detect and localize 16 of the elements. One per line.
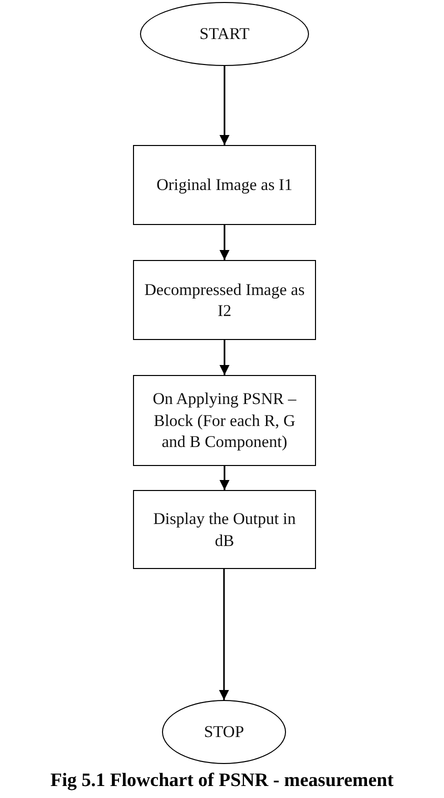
node-label: Decompressed Image as I2 — [144, 278, 305, 322]
node-label: START — [200, 23, 250, 45]
figure-caption: Fig 5.1 Flowchart of PSNR - measurement — [49, 770, 395, 792]
node-label: STOP — [204, 721, 244, 743]
node-label: On Applying PSNR –Block (For each R, G and B Component) — [152, 388, 298, 453]
arrow — [219, 569, 229, 700]
node-label: Display the Output in dB — [152, 508, 297, 551]
process-box — [133, 490, 316, 569]
process-box — [133, 145, 316, 225]
node-label: Original Image as I1 — [156, 174, 293, 196]
arrow — [220, 466, 230, 490]
process-box — [133, 260, 316, 340]
arrow — [220, 340, 230, 375]
arrow — [220, 66, 230, 145]
arrow — [220, 225, 230, 260]
process-box — [133, 375, 316, 466]
